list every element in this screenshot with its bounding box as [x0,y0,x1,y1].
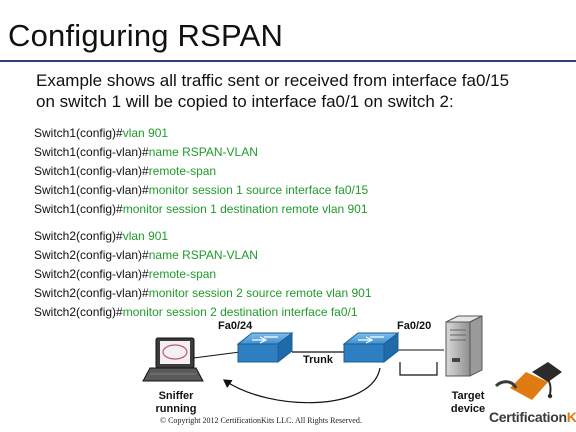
return-arrow [223,367,381,404]
target-label-line: device [450,403,486,415]
cli-prompt: Switch1(config-vlan)# [34,145,149,159]
intro-line: on switch 1 will be copied to interface … [36,92,454,111]
cli-command: vlan 901 [122,126,169,140]
monitor-bracket [399,362,438,376]
switch-icon [236,331,294,364]
cli-command: remote-span [148,267,217,281]
cli-prompt: Switch2(config-vlan)# [34,267,149,281]
logo-text-part2: Kits [566,409,576,425]
copyright-footer: © Copyright 2012 CertificationKits LLC. … [160,416,362,425]
command-line: Switch2(config)#vlan 901 [34,227,554,246]
logo-text-part1: Certification [489,409,567,425]
sniffer-label-line: running [155,403,197,415]
port-label-fa0-24: Fa0/24 [218,320,253,332]
command-line: Switch2(config-vlan)#monitor session 2 s… [34,284,554,303]
cli-prompt: Switch1(config)# [34,202,123,216]
intro-line: Example shows all traffic sent or receiv… [36,71,510,90]
command-line: Switch1(config)#monitor session 1 destin… [34,200,554,219]
cli-prompt: Switch1(config-vlan)# [34,164,149,178]
cli-command: name RSPAN-VLAN [148,145,258,159]
certificationkits-logo-text: CertificationKits [489,409,576,425]
cli-command: vlan 901 [122,229,169,243]
title-divider [0,60,576,62]
intro-text: Example shows all traffic sent or receiv… [36,70,566,112]
command-line: Switch1(config-vlan)#name RSPAN-VLAN [34,143,554,162]
sniffer-label-line: Sniffer [158,390,194,402]
command-line: Switch2(config-vlan)#remote-span [34,265,554,284]
cli-command: name RSPAN-VLAN [148,248,258,262]
command-line: Switch1(config-vlan)#monitor session 1 s… [34,181,554,200]
command-line: Switch1(config-vlan)#remote-span [34,162,554,181]
cli-command: remote-span [148,164,217,178]
laptop-icon [142,337,204,382]
switch1-command-list: Switch1(config)#vlan 901 Switch1(config-… [34,124,554,219]
server-icon [445,315,483,377]
cli-command: monitor session 1 source interface fa0/1… [148,183,369,197]
cli-prompt: Switch2(config-vlan)# [34,286,149,300]
command-line: Switch1(config)#vlan 901 [34,124,554,143]
switch-icon [342,331,400,364]
target-device-label: Target device [446,390,490,416]
switch2-command-list: Switch2(config)#vlan 901 Switch2(config-… [34,227,554,322]
slide-title: Configuring RSPAN [8,18,284,53]
trunk-label: Trunk [303,354,333,366]
cli-command: monitor session 1 destination remote vla… [122,202,368,216]
cli-prompt: Switch2(config)# [34,229,123,243]
certificationkits-logo-icon [494,362,562,400]
target-label-line: Target [451,390,485,402]
cli-command: monitor session 2 destination interface … [122,305,358,319]
cli-prompt: Switch1(config-vlan)# [34,183,149,197]
command-line: Switch2(config)#monitor session 2 destin… [34,303,554,322]
port-label-fa0-20: Fa0/20 [397,320,432,332]
cli-command: monitor session 2 source remote vlan 901 [148,286,372,300]
cli-prompt: Switch2(config-vlan)# [34,248,149,262]
cli-prompt: Switch2(config)# [34,305,123,319]
sniffer-label: Sniffer running [152,390,200,416]
cli-prompt: Switch1(config)# [34,126,123,140]
command-line: Switch2(config-vlan)#name RSPAN-VLAN [34,246,554,265]
